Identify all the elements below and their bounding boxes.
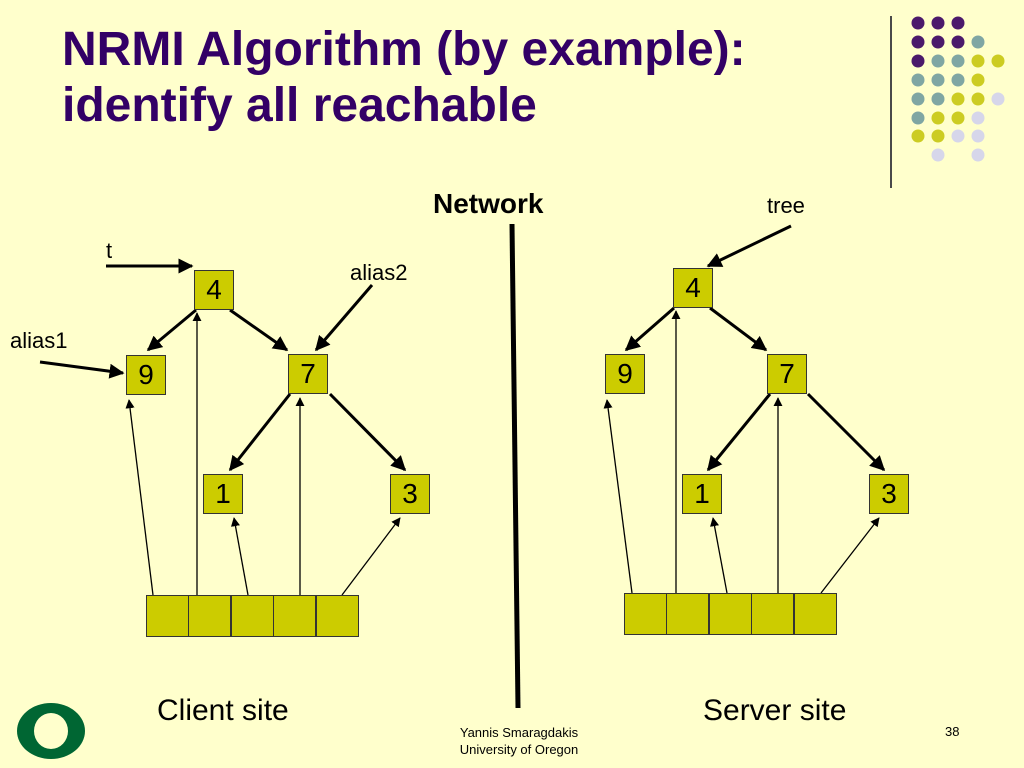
- client-table-cell: [231, 595, 274, 637]
- server-edge-7-1: [706, 393, 772, 472]
- client-ref-3: [341, 517, 401, 596]
- client-t-label: t: [106, 238, 113, 263]
- client-node-1: 1: [203, 474, 243, 514]
- server-table-cell: [709, 593, 752, 635]
- client-ref-9: [125, 399, 154, 596]
- client-table-cell: [188, 595, 231, 637]
- server-node-4: 4: [673, 268, 713, 308]
- client-edge-7-3: [328, 392, 407, 472]
- client-table-cell: [316, 595, 359, 637]
- slide-title: NRMI Algorithm (by example): identify al…: [62, 22, 746, 134]
- client-node-4: 4: [194, 270, 234, 310]
- server-ref-3: [820, 517, 880, 594]
- server-node-3: 3: [869, 474, 909, 514]
- server-tree-label: tree: [767, 193, 805, 218]
- client-alias1-label: alias1: [10, 328, 68, 353]
- server-ref-1: [710, 517, 728, 594]
- client-alias2-arrow: [314, 284, 374, 352]
- slide-title-line-1: NRMI Algorithm (by example):: [62, 23, 746, 76]
- client-edge-4-7: [229, 308, 289, 352]
- client-node-9: 9: [126, 355, 166, 395]
- client-node-3: 3: [390, 474, 430, 514]
- server-edge-7-3: [806, 392, 886, 472]
- server-table-cell: [751, 593, 794, 635]
- corner-divider: [890, 16, 892, 188]
- server-node-7: 7: [767, 354, 807, 394]
- client-site-label: Client site: [157, 694, 289, 727]
- server-site-label: Server site: [703, 694, 847, 727]
- network-label: Network: [433, 188, 544, 219]
- server-table-cell: [794, 593, 837, 635]
- server-node-1: 1: [682, 474, 722, 514]
- footer-author: Yannis Smaragdakis: [459, 725, 579, 740]
- client-ref-1: [230, 517, 249, 596]
- page-number: 38: [945, 724, 960, 739]
- server-table-cell: [666, 593, 709, 635]
- decorative-dot-grid: [911, 16, 1005, 162]
- server-ref-9: [603, 399, 633, 594]
- client-edge-7-1: [228, 393, 292, 472]
- client-alias2-label: alias2: [350, 260, 408, 285]
- client-table-cell: [273, 595, 316, 637]
- server-edge-4-7: [709, 306, 768, 352]
- footer-affiliation: University of Oregon: [459, 742, 579, 757]
- client-node-7: 7: [288, 354, 328, 394]
- network-divider-line: [509, 223, 521, 709]
- server-node-9: 9: [605, 354, 645, 394]
- server-tree-arrow: [706, 224, 792, 268]
- slide-title-line-2: identify all reachable: [62, 79, 537, 132]
- client-alias1-arrow: [39, 360, 125, 379]
- server-edge-4-9: [624, 306, 675, 352]
- client-table-cell: [146, 595, 189, 637]
- client-edge-4-9: [146, 308, 197, 352]
- university-o-logo: [17, 703, 85, 759]
- server-table-cell: [624, 593, 667, 635]
- slide-footer: Yannis Smaragdakis University of Oregon: [434, 724, 604, 758]
